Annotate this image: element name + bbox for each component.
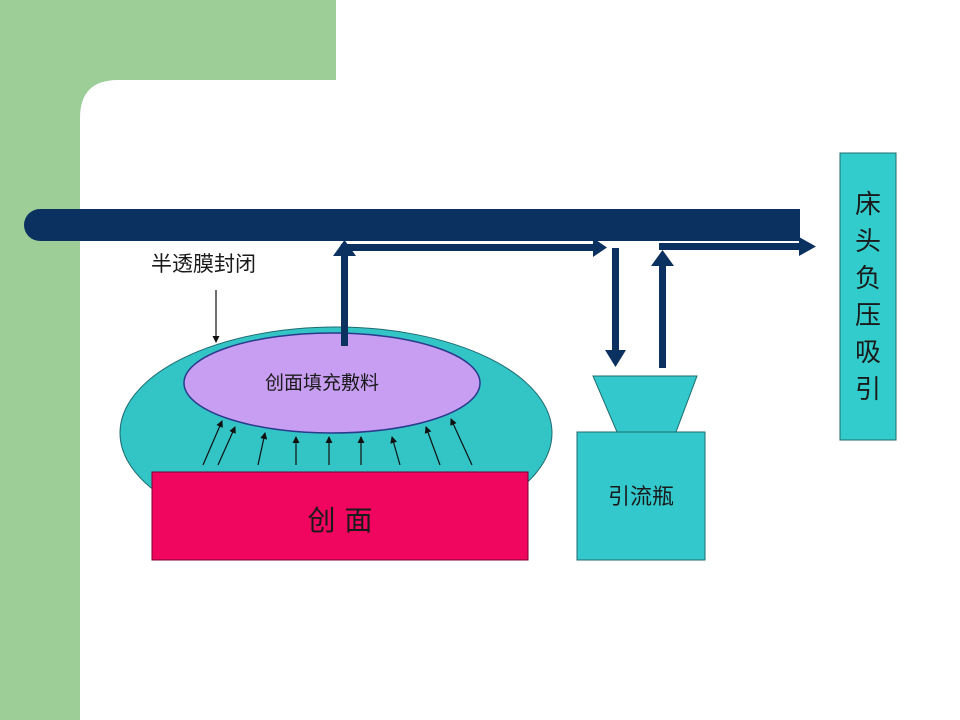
- wound-box: [151, 471, 529, 561]
- svg-text:头: 头: [855, 227, 881, 257]
- down-arrow-to-bottle: [605, 248, 626, 367]
- main-tube: [24, 209, 800, 241]
- svg-text:压: 压: [855, 301, 881, 331]
- membrane-label: 半透膜封闭: [151, 252, 256, 276]
- svg-text:吸: 吸: [855, 338, 881, 368]
- bottle-label: 引流瓶: [608, 485, 674, 510]
- bottle-body: [576, 431, 706, 561]
- flow-arrow: [390, 436, 401, 466]
- filler-label: 创面填充敷料: [265, 372, 379, 394]
- filler-ellipse: [183, 332, 481, 434]
- svg-text:引: 引: [855, 375, 881, 405]
- flow-arrow: [424, 426, 441, 466]
- flow-arrow: [217, 426, 236, 466]
- flow-arrow: [202, 420, 223, 466]
- bottle-to-suction-line: [651, 237, 816, 368]
- suction-box: [839, 152, 897, 441]
- wound-label: 创 面: [308, 504, 373, 537]
- exudate-arrows: [202, 418, 473, 466]
- flow-arrow: [450, 418, 473, 466]
- flow-arrow: [257, 432, 268, 466]
- svg-text:床: 床: [855, 190, 881, 220]
- svg-text:负: 负: [855, 264, 881, 294]
- suction-label: 床 头 负 压 吸 引: [855, 190, 881, 405]
- wound-to-bottle-line: [333, 238, 607, 346]
